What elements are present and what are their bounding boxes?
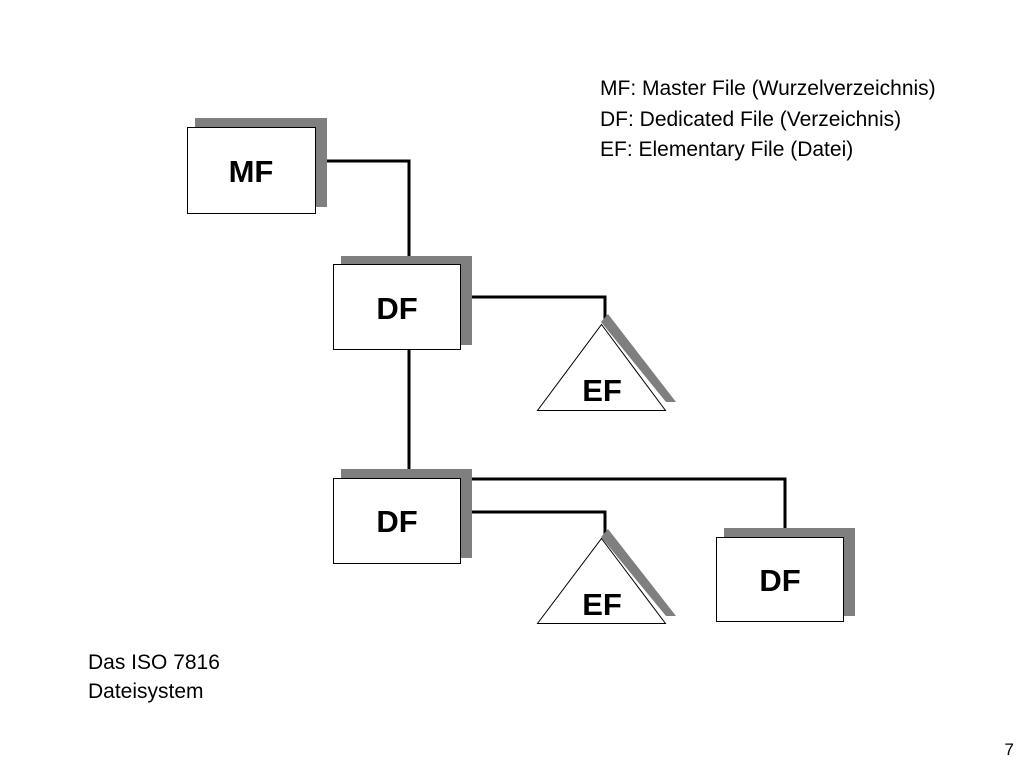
df-node-1: DF [333, 256, 472, 350]
df-node-2: DF [333, 469, 472, 564]
df-node-1-label: DF [376, 291, 417, 326]
ef-node-2: EF [536, 529, 676, 624]
ef-node-1-shadow [601, 314, 676, 402]
df-node-3-box [716, 537, 844, 622]
page-number: 7 [1004, 740, 1014, 759]
ef-node-2-shadow [601, 529, 676, 616]
mf-node-label: MF [229, 154, 274, 189]
slide-caption: Das ISO 7816 Dateisystem [88, 648, 220, 706]
connector-df-1-ef-1 [461, 295, 607, 325]
ef-node-1: EF [536, 314, 676, 411]
df-node-2-box [333, 478, 461, 564]
df-node-3-label: DF [759, 563, 800, 598]
connector-df-2-df-3 [461, 477, 787, 537]
legend-item-df: DF: Dedicated File (Verzeichnis) [600, 107, 902, 131]
df-node-3: DF [716, 528, 855, 622]
mf-node: MF [187, 118, 327, 214]
ef-node-1-triangle [536, 323, 667, 411]
connector-mf-df-1 [316, 159, 411, 264]
caption-line-2: Dateisystem [88, 680, 204, 703]
connector-df-2-ef-2 [461, 510, 607, 540]
df-node-1-box [333, 264, 461, 350]
mf-node-box [187, 127, 316, 214]
ef-node-2-triangle [536, 537, 667, 624]
df-node-2-label: DF [376, 504, 417, 539]
legend: MF: Master File (Wurzelverzeichnis) DF: … [600, 74, 936, 166]
caption-line-1: Das ISO 7816 [88, 651, 220, 674]
legend-item-mf: MF: Master File (Wurzelverzeichnis) [600, 77, 936, 100]
ef-node-2-label: EF [582, 587, 622, 622]
legend-item-ef: EF: Elementary File (Datei) [600, 138, 854, 161]
ef-node-1-label: EF [582, 373, 622, 408]
